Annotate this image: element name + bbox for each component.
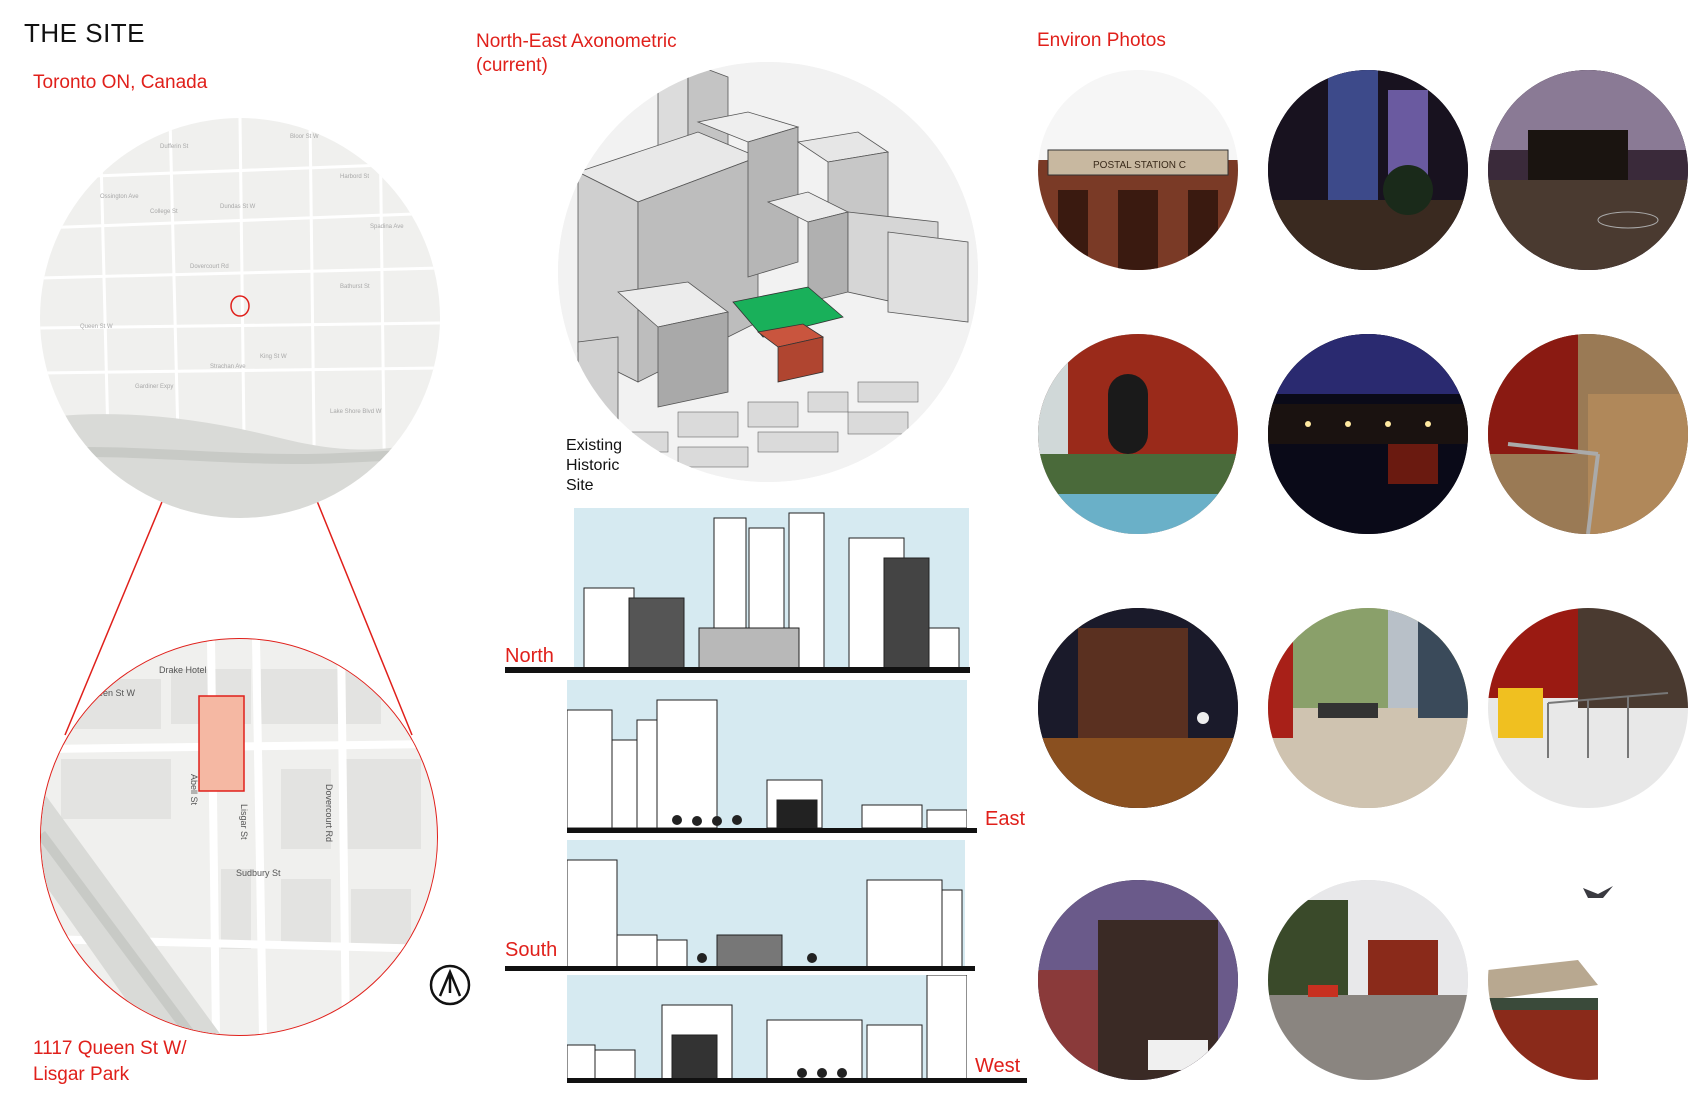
- site-address: 1117 Queen St W/ Lisgar Park: [33, 1036, 187, 1088]
- axonometric-title-line-1: North-East Axonometric: [476, 31, 677, 52]
- site-map-graphic: Queen St W Drake Hotel Abell St Lisgar S…: [41, 639, 437, 1035]
- photo-dusk-plaza: [1488, 70, 1688, 270]
- site-highlight: [198, 695, 245, 792]
- south-ground-line: [505, 966, 975, 971]
- west-elevation-graphic: [566, 974, 968, 1081]
- location-label: Toronto ON, Canada: [33, 72, 208, 93]
- north-ground-line: [505, 667, 970, 673]
- east-elevation-graphic: [566, 699, 968, 829]
- photo-evening-corner: [1038, 608, 1238, 808]
- address-line-2: Lisgar Park: [33, 1064, 130, 1085]
- svg-text:Spadina Ave: Spadina Ave: [370, 224, 404, 230]
- east-label: East: [985, 808, 1026, 830]
- south-elevation-graphic: [566, 859, 963, 968]
- park-green-area: [732, 286, 844, 338]
- site-marker: [230, 295, 250, 317]
- city-map-graphic: Dufferin St Bloor St W College St Ossing…: [40, 118, 440, 518]
- north-elevation: [574, 508, 969, 671]
- svg-text:Ossington Ave: Ossington Ave: [100, 194, 139, 200]
- photo-brick-building-dusk: [1038, 880, 1238, 1080]
- svg-text:Strachan Ave: Strachan Ave: [210, 364, 246, 370]
- svg-text:Gardiner Expy: Gardiner Expy: [135, 384, 173, 390]
- north-label: North: [505, 645, 554, 667]
- svg-text:Dufferin St: Dufferin St: [160, 144, 189, 150]
- svg-text:Dovercourt Rd: Dovercourt Rd: [190, 264, 229, 270]
- photo-brick-facade-day: [1038, 334, 1238, 534]
- address-line-1: 1117 Queen St W/: [33, 1038, 187, 1059]
- photo-entrance-ramp: [1488, 608, 1688, 808]
- historic-label-line-3: Site: [566, 477, 594, 494]
- postal-station-sign-text: POSTAL STATION C: [1093, 160, 1186, 171]
- queen-st-label: Queen St W: [86, 688, 136, 698]
- photo-night-canopy: [1268, 334, 1468, 534]
- svg-text:Dundas St W: Dundas St W: [220, 204, 256, 210]
- photo-lisgar-park: [1268, 608, 1468, 808]
- svg-text:Bathurst St: Bathurst St: [340, 284, 370, 290]
- east-ground-line: [567, 828, 977, 833]
- drake-hotel-label: Drake Hotel: [159, 665, 207, 675]
- west-label: West: [975, 1055, 1021, 1077]
- site-map: Queen St W Drake Hotel Abell St Lisgar S…: [40, 638, 438, 1036]
- west-ground-line: [567, 1078, 1027, 1083]
- bird-icon: [1583, 886, 1613, 898]
- photo-postal-station-sign: POSTAL STATION C: [1038, 70, 1238, 270]
- abell-st-label: Abell St: [189, 774, 199, 806]
- svg-text:Lake Shore Blvd W: Lake Shore Blvd W: [330, 409, 382, 415]
- photos-title: Environ Photos: [1037, 30, 1166, 51]
- historic-label-line-1: Existing: [566, 437, 623, 454]
- lisgar-st-label: Lisgar St: [239, 804, 249, 840]
- existing-historic-site-label: Existing Historic Site: [566, 436, 622, 496]
- axonometric-title-line-2: (current): [476, 55, 548, 76]
- svg-text:Bloor St W: Bloor St W: [290, 134, 319, 140]
- north-elevation-graphic: [583, 512, 960, 671]
- svg-text:Queen St W: Queen St W: [80, 324, 113, 330]
- west-elevation: [566, 974, 968, 1081]
- photo-cornice-bird: [1488, 880, 1688, 1080]
- south-label: South: [505, 939, 558, 961]
- page-title: THE SITE: [24, 18, 146, 48]
- axonometric-view: [558, 62, 978, 482]
- city-map: Dufferin St Bloor St W College St Ossing…: [40, 118, 440, 518]
- photo-stone-wall-railing: [1488, 334, 1688, 534]
- dovercourt-rd-label: Dovercourt Rd: [324, 784, 334, 842]
- sudbury-st-label: Sudbury St: [236, 868, 281, 878]
- north-arrow-icon: [429, 964, 471, 1006]
- east-elevation: [566, 680, 968, 829]
- south-elevation: [566, 840, 965, 968]
- svg-text:Harbord St: Harbord St: [340, 174, 369, 180]
- photo-night-street: [1268, 70, 1468, 270]
- axonometric-graphic: [558, 62, 978, 482]
- svg-text:College St: College St: [150, 209, 178, 215]
- photo-street-view-station: [1268, 880, 1468, 1080]
- svg-text:King St W: King St W: [260, 354, 287, 360]
- axonometric-title: North-East Axonometric (current): [476, 30, 677, 78]
- historic-label-line-2: Historic: [566, 457, 620, 474]
